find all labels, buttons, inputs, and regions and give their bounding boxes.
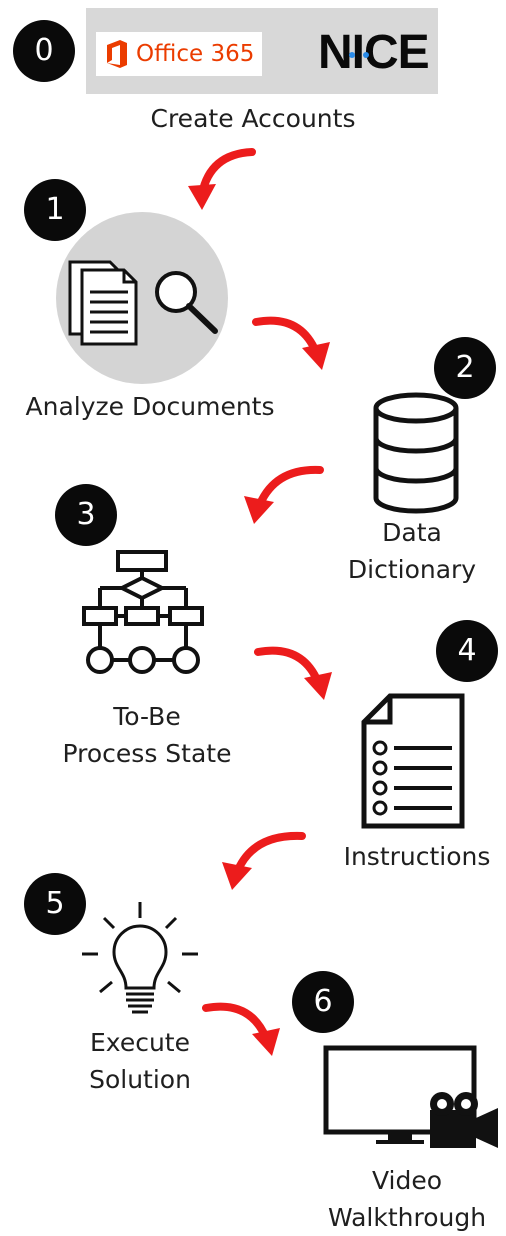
monitor-video-camera-icon — [323, 1045, 498, 1148]
step-5-label-line-1: Execute — [90, 1028, 190, 1057]
step-3-label: To-Be Process State — [36, 698, 258, 772]
office365-emblem-icon — [107, 40, 127, 68]
step-0-label-line-1: Create Accounts — [150, 104, 356, 133]
step-5-badge: 5 — [24, 873, 86, 935]
step-6-label: Video Walkthrough — [318, 1162, 496, 1236]
step-1-label-line-1: Analyze Documents — [25, 392, 275, 421]
nice-wordmark: NICE — [318, 26, 430, 79]
red-curved-arrow-icon — [254, 646, 332, 700]
step-5-label: Execute Solution — [60, 1024, 220, 1098]
lightbulb-icon — [82, 902, 198, 1014]
nice-logo: NICE — [318, 24, 430, 84]
red-curved-arrow-icon — [202, 1002, 280, 1056]
nice-accent-dots-icon — [349, 52, 369, 58]
step-6-badge: 6 — [292, 971, 354, 1033]
office365-logo: Office 365 — [96, 32, 262, 76]
checklist-document-icon — [361, 693, 465, 829]
office365-wordmark: Office 365 — [136, 41, 255, 67]
step-2-label-line-2: Dictionary — [347, 555, 477, 584]
step-6-label-line-2: Walkthrough — [327, 1203, 487, 1232]
red-curved-arrow-icon — [244, 465, 324, 524]
documents-magnifier-icon — [56, 212, 228, 384]
step-0-label: Create Accounts — [100, 100, 406, 137]
step-1-badge: 1 — [24, 179, 86, 241]
step-3-label-line-2: Process State — [62, 739, 232, 768]
step-4-label: Instructions — [328, 838, 506, 875]
red-curved-arrow-icon — [188, 148, 256, 210]
step-2-label-line-1: Data — [382, 518, 442, 547]
step-2-label: Data Dictionary — [326, 514, 498, 588]
step-0-badge: 0 — [13, 20, 75, 82]
database-icon — [373, 392, 459, 514]
red-curved-arrow-icon — [252, 316, 330, 370]
step-1-label: Analyze Documents — [0, 388, 300, 425]
step-6-label-line-1: Video — [371, 1166, 443, 1195]
step-4-label-line-1: Instructions — [343, 842, 491, 871]
step-3-badge: 3 — [55, 484, 117, 546]
step-2-badge: 2 — [434, 337, 496, 399]
step-5-label-line-2: Solution — [89, 1065, 191, 1094]
red-curved-arrow-icon — [222, 831, 306, 890]
step-4-badge: 4 — [436, 620, 498, 682]
step-3-label-line-1: To-Be — [113, 702, 181, 731]
flowchart-icon — [82, 550, 204, 674]
